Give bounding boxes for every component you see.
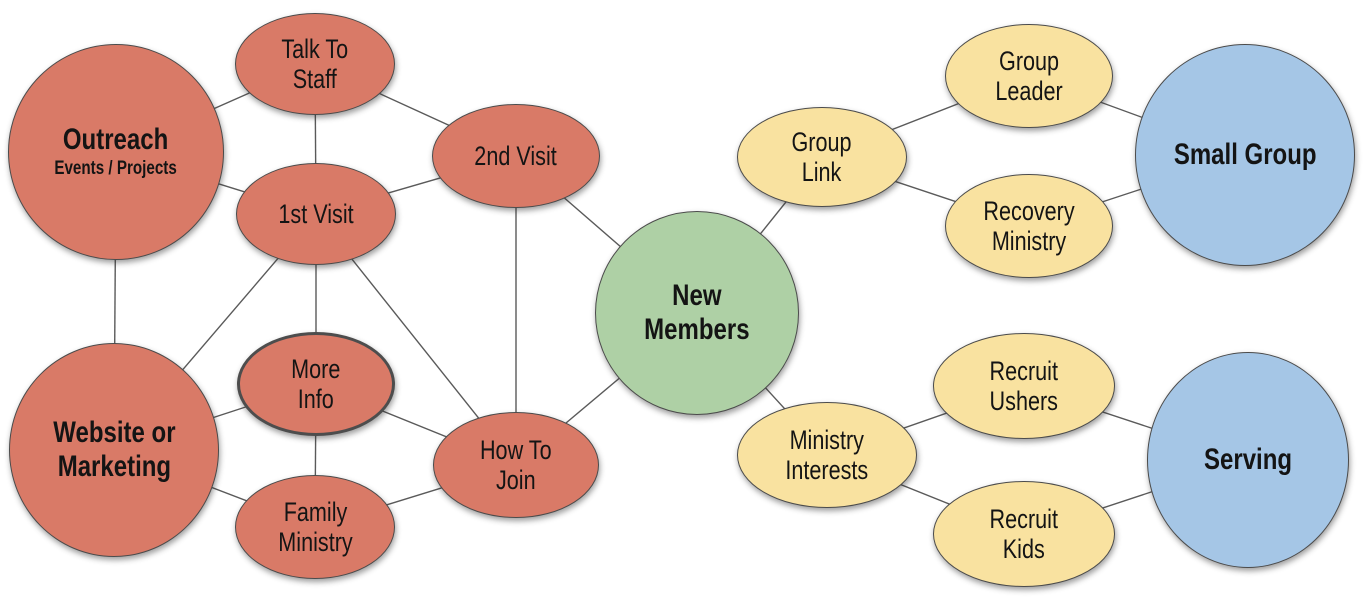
node-small-group-label: Small Group bbox=[1173, 137, 1317, 171]
node-recruit-ushers: Recruit Ushers bbox=[933, 333, 1115, 439]
node-more-info-label: More Info bbox=[291, 353, 341, 415]
node-recruit-kids-label: Recruit Kids bbox=[989, 503, 1059, 565]
node-serving: Serving bbox=[1147, 352, 1349, 568]
node-group-link-label: Group Link bbox=[791, 126, 853, 188]
node-ministry-interests-label: Ministry Interests bbox=[785, 424, 869, 486]
node-outreach: Outreach Events / Projects bbox=[8, 44, 224, 260]
node-serving-label: Serving bbox=[1203, 442, 1293, 476]
node-ministry-interests: Ministry Interests bbox=[737, 402, 917, 508]
node-outreach-label: Outreach bbox=[63, 122, 169, 156]
node-new-members: New Members bbox=[595, 211, 799, 415]
node-first-visit-label: 1st Visit bbox=[278, 198, 354, 229]
node-second-visit: 2nd Visit bbox=[432, 104, 600, 208]
node-more-info: More Info bbox=[237, 332, 395, 436]
node-website-marketing-label: Website or Marketing bbox=[52, 415, 176, 484]
node-talk-to-staff-label: Talk To Staff bbox=[281, 33, 349, 95]
node-how-to-join-label: How To Join bbox=[480, 434, 552, 496]
node-recovery-ministry-label: Recovery Ministry bbox=[983, 195, 1075, 257]
node-talk-to-staff: Talk To Staff bbox=[235, 13, 395, 115]
node-group-leader: Group Leader bbox=[945, 24, 1113, 128]
node-first-visit: 1st Visit bbox=[236, 163, 396, 265]
node-second-visit-label: 2nd Visit bbox=[474, 140, 558, 171]
node-recruit-ushers-label: Recruit Ushers bbox=[989, 355, 1059, 417]
node-recovery-ministry: Recovery Ministry bbox=[945, 174, 1113, 278]
node-group-link: Group Link bbox=[737, 107, 907, 207]
node-family-ministry-label: Family Ministry bbox=[277, 496, 353, 558]
node-website-marketing: Website or Marketing bbox=[9, 343, 219, 557]
node-small-group: Small Group bbox=[1135, 44, 1355, 266]
node-how-to-join: How To Join bbox=[433, 412, 599, 518]
node-family-ministry: Family Ministry bbox=[235, 475, 395, 579]
node-group-leader-label: Group Leader bbox=[995, 45, 1063, 107]
node-new-members-label: New Members bbox=[644, 278, 750, 347]
node-outreach-sublabel: Events / Projects bbox=[54, 158, 178, 180]
node-recruit-kids: Recruit Kids bbox=[933, 481, 1115, 587]
